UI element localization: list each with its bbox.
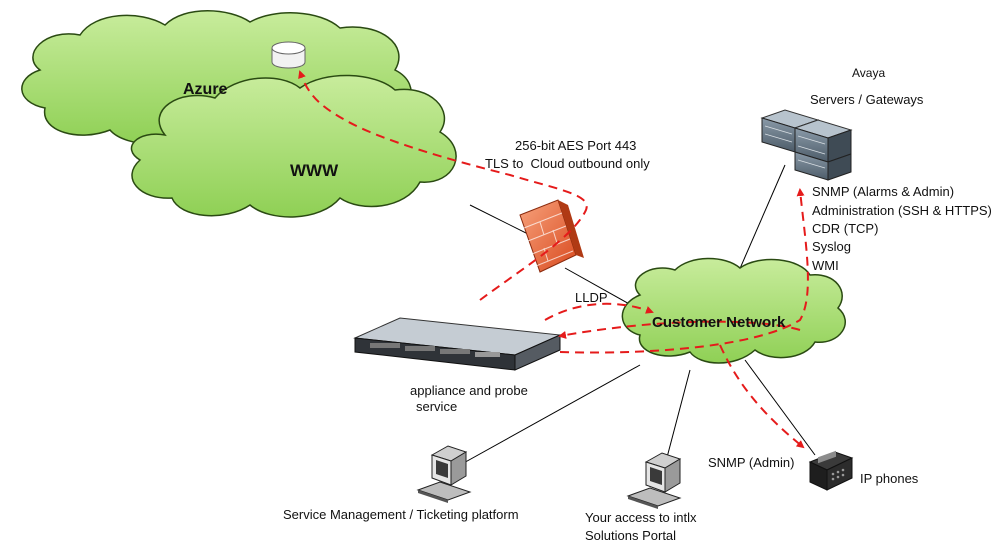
avaya-servers-icon bbox=[760, 109, 853, 181]
protocol-label: Administration (SSH & HTTPS) bbox=[812, 203, 992, 218]
portal-label-line1: Your access to intlx bbox=[585, 510, 697, 525]
service-management-computer-icon bbox=[416, 445, 472, 503]
flow-appliance-to-azure bbox=[298, 70, 588, 301]
connection-lines bbox=[459, 164, 816, 466]
snmp-admin-label: SNMP (Admin) bbox=[708, 455, 794, 470]
protocol-label: SNMP (Alarms & Admin) bbox=[812, 184, 954, 199]
database-icon bbox=[271, 41, 306, 69]
azure-label: Azure bbox=[183, 81, 228, 98]
servers-gateways-label: Servers / Gateways bbox=[810, 92, 924, 107]
appliance-server-icon bbox=[353, 317, 562, 371]
www-cloud bbox=[130, 74, 457, 218]
service-management-label: Service Management / Ticketing platform bbox=[283, 507, 519, 522]
portal-label-line2: Solutions Portal bbox=[585, 528, 676, 543]
customer-network-cloud bbox=[621, 257, 846, 364]
portal-computer-icon bbox=[626, 452, 682, 509]
protocol-label: Syslog bbox=[812, 239, 851, 254]
flow-network-to-servers bbox=[559, 188, 809, 354]
ip-phone-icon bbox=[808, 450, 854, 491]
tls-label-line1: 256-bit AES Port 443 bbox=[515, 138, 636, 153]
flow-network-to-appliance bbox=[558, 320, 801, 339]
link-network-servers bbox=[734, 164, 786, 281]
link-network-phones bbox=[744, 359, 816, 456]
tls-label-line2: TLS to Cloud outbound only bbox=[485, 156, 650, 171]
avaya-label: Avaya bbox=[852, 66, 885, 80]
appliance-label-line2: service bbox=[416, 399, 457, 414]
firewall-icon bbox=[519, 199, 584, 273]
link-network-portal bbox=[664, 369, 691, 466]
customer-network-label: Customer Network bbox=[652, 314, 786, 331]
appliance-label-line1: appliance and probe bbox=[410, 383, 528, 398]
data-flows bbox=[298, 70, 809, 449]
protocol-label: CDR (TCP) bbox=[812, 221, 878, 236]
link-network-service-mgmt bbox=[459, 364, 641, 466]
www-label: WWW bbox=[290, 161, 339, 180]
ip-phones-label: IP phones bbox=[860, 471, 919, 486]
protocol-label: WMI bbox=[812, 258, 839, 273]
lldp-label: LLDP bbox=[575, 290, 608, 305]
flow-network-to-phones bbox=[719, 344, 805, 449]
